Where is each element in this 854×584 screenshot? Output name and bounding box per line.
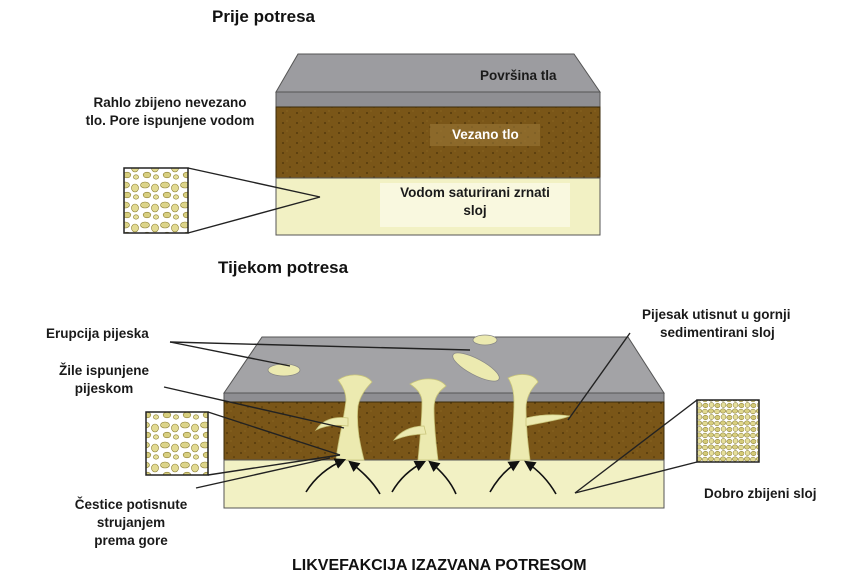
before-heading: Prije potresa [212,7,315,26]
saturated-layer-label: Vodom saturirani zrnati sloj [382,184,568,220]
particles-line [195,457,331,489]
left-inset-line-lower [207,454,341,476]
sand-vein-2 [409,378,447,461]
particles-line1: Čestice potisnute [74,497,188,512]
eruption-line-2 [169,341,471,351]
before-block [275,53,601,236]
loose-grain-inset-icon [123,167,189,234]
sand-pressed-label: Pijesak utisnut u gornji sedimentirani s… [642,306,848,342]
bound-soil-label-box [430,124,540,146]
sand-vein-3-branch [525,414,572,427]
loose-grain-inset-icon [145,411,209,476]
upward-flow-arrow-icon [305,458,347,493]
eruption-line-1 [169,341,291,367]
compacted-line-2 [574,461,698,494]
sand-pressed-line2: sedimentirani sloj [660,325,775,340]
sand-blob-tilted [452,352,500,382]
sand-blob-top [472,334,498,346]
sand-vein-2-branch [392,425,427,441]
during-surface-edge [223,392,665,403]
during-bound-soil [223,401,665,461]
upward-flow-arrow-icon [428,460,457,495]
dense-grain-inset-icon [696,399,760,463]
sand-vein-1 [335,374,373,461]
bound-soil-label: Vezano tlo [452,127,519,142]
during-insets [145,399,760,476]
saturated-label-line2: sloj [463,203,487,218]
loose-soil-line2: tlo. Pore ispunjene vodom [85,113,255,128]
surface-label: Površina tla [480,68,557,83]
sand-pressed-line1: Pijesak utisnut u gornji [642,307,791,322]
during-sand-layer [223,459,665,509]
during-callout-lines [163,332,698,494]
before-surface-edge [275,91,601,108]
left-inset-line-upper [207,411,341,456]
particles-label: Čestice potisnute strujanjem prema gore [64,496,198,550]
upward-flow-arrow-icon [391,460,427,493]
veins-label: Žile ispunjene pijeskom [46,362,162,398]
during-block [223,334,665,509]
before-inset-callout [123,167,321,234]
saturated-label-line1: Vodom saturirani zrnati [400,185,550,200]
particles-line2: strujanjem [96,515,166,530]
veins-line1: Žile ispunjene [58,363,150,378]
upward-flow-arrow-icon [524,460,557,495]
loose-callout-line-lower [187,196,321,234]
upward-flow-arrows [305,458,557,495]
saturated-label-box [380,183,570,227]
loose-soil-label: Rahlo zbijeno nevezano tlo. Pore ispunje… [72,94,268,130]
sand-vein-1-branch [314,417,349,431]
pressed-sand-line [567,332,631,421]
particles-line3: prema gore [94,533,168,548]
upward-flow-arrow-icon [348,460,381,495]
veins-line [163,386,345,429]
upward-flow-arrow-icon [489,460,520,493]
veins-line2: pijeskom [74,381,134,396]
sand-eruption-label: Erupcija pijeska [46,326,149,341]
compacted-layer-label: Dobro zbijeni sloj [704,486,817,501]
compacted-line-1 [574,399,698,494]
sand-blob-left [267,363,301,377]
sand-eruptions [267,334,500,382]
sand-veins [314,374,572,461]
footer-title: LIKVEFAKCIJA IZAZVANA POTRESOM [292,557,587,574]
loose-soil-line1: Rahlo zbijeno nevezano [93,95,247,110]
loose-callout-line-upper [187,167,321,198]
during-heading: Tijekom potresa [218,258,349,277]
